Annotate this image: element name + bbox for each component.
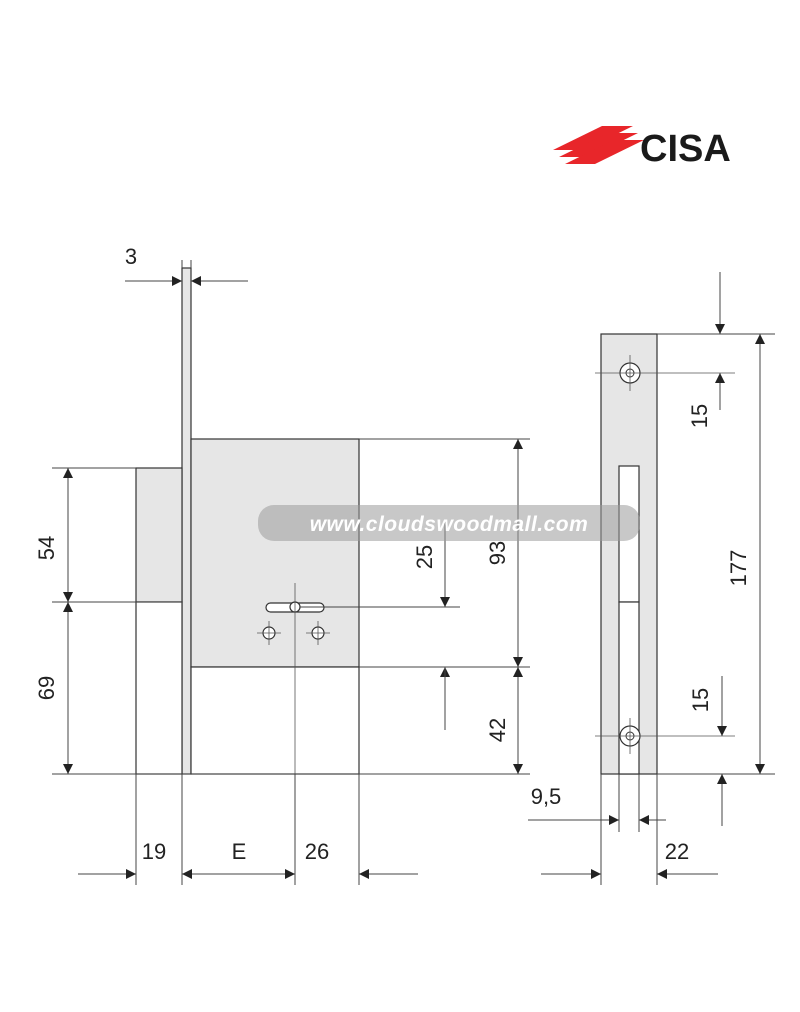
label-hole-offset-bottom: 15 bbox=[688, 688, 713, 712]
dimension-case-height: 93 bbox=[485, 439, 523, 667]
screw-hole-bottom-icon bbox=[595, 718, 735, 754]
screw-hole-top-icon bbox=[595, 355, 735, 391]
dimension-faceplate-thickness: 3 bbox=[125, 244, 248, 286]
lock-front-view bbox=[52, 260, 530, 885]
dimension-lower-height: 69 bbox=[34, 602, 73, 774]
label-hole-offset-top: 15 bbox=[687, 404, 712, 428]
watermark-text: www.cloudswoodmall.com bbox=[310, 513, 589, 536]
dimension-upper-height: 54 bbox=[34, 468, 73, 602]
lock-case bbox=[190, 438, 360, 668]
dimension-key-to-bottom: 42 bbox=[485, 667, 523, 774]
dimension-faceplate-width: 22 bbox=[541, 839, 718, 879]
dimension-slot-width: 9,5 bbox=[528, 784, 666, 825]
label-slot-width: 9,5 bbox=[531, 784, 562, 809]
screw-hole-right-icon bbox=[306, 621, 330, 645]
dimension-hole-offset-bottom: 15 bbox=[688, 676, 727, 826]
label-backset-offset: 19 bbox=[142, 839, 166, 864]
label-faceplate-length: 177 bbox=[726, 550, 751, 587]
label-spindle-to-back: 26 bbox=[305, 839, 329, 864]
dimension-backset-row: 19 E 26 bbox=[78, 839, 418, 879]
label-lower-height: 69 bbox=[34, 676, 59, 700]
dimension-key-to-top: 25 bbox=[412, 520, 450, 730]
brand-name: CISA bbox=[640, 128, 731, 170]
label-faceplate-width: 22 bbox=[665, 839, 689, 864]
label-key-to-bottom: 42 bbox=[485, 718, 510, 742]
latch-bolt bbox=[135, 467, 183, 603]
brand-logo: CISA bbox=[553, 126, 731, 170]
label-backset: E bbox=[232, 839, 247, 864]
dimension-hole-offset-top: 15 bbox=[687, 272, 725, 428]
bolt-lower bbox=[135, 601, 183, 775]
dimension-faceplate-length: 177 bbox=[726, 334, 765, 774]
label-key-to-top: 25 bbox=[412, 545, 437, 569]
watermark: www.cloudswoodmall.com bbox=[258, 505, 640, 541]
lock-case-lower bbox=[190, 666, 360, 775]
faceplate bbox=[181, 267, 192, 775]
label-faceplate-thickness: 3 bbox=[125, 244, 137, 269]
label-upper-height: 54 bbox=[34, 536, 59, 560]
faceplate-side-view bbox=[595, 333, 775, 885]
cisa-logo-icon bbox=[553, 126, 644, 164]
latch-slot-lower bbox=[618, 601, 640, 775]
screw-hole-left-icon bbox=[257, 621, 281, 645]
label-case-height: 93 bbox=[485, 541, 510, 565]
